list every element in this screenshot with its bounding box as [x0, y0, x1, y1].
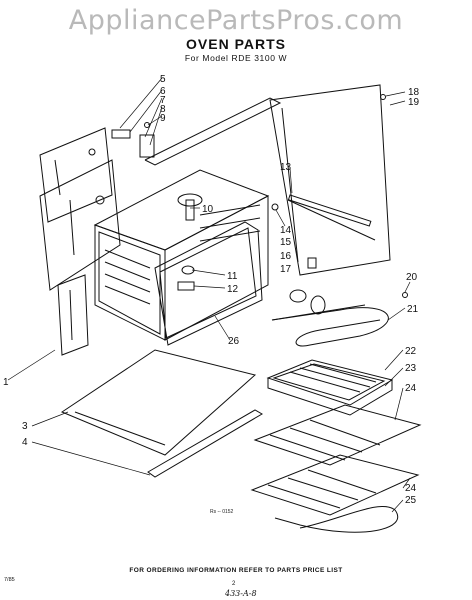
callout-8: 8	[160, 104, 166, 115]
drawing-code: Rs -- 0152	[210, 509, 234, 515]
callout-22: 22	[405, 346, 417, 357]
left-side-panel	[39, 127, 113, 223]
callout-18: 18	[408, 87, 420, 98]
lamp-assembly	[271, 203, 326, 315]
callout-6: 6	[160, 86, 166, 97]
callout-7: 7	[160, 95, 166, 106]
callout-14: 14	[280, 225, 292, 236]
bottom-rail	[147, 409, 263, 478]
callout-24-lower: 24	[405, 483, 417, 494]
left-code: 7/85	[4, 577, 15, 583]
callout-3: 3	[22, 421, 28, 432]
bottom-panel	[60, 349, 257, 456]
callout-16: 16	[280, 251, 292, 262]
oven-rack-upper	[253, 404, 422, 466]
top-rail	[144, 97, 282, 166]
model-subtitle: For Model RDE 3100 W	[184, 53, 288, 63]
left-frame	[57, 274, 89, 356]
rear-panel	[39, 159, 121, 291]
oven-vent	[177, 193, 203, 221]
callout-21: 21	[407, 304, 419, 315]
oven-cavity	[93, 169, 270, 341]
callout-25: 25	[405, 495, 417, 506]
callout-10: 10	[202, 204, 214, 215]
callout-12: 12	[227, 284, 239, 295]
oven-rack-lower	[250, 454, 420, 516]
page-number: 2	[232, 581, 236, 587]
callout-13: 13	[280, 162, 292, 173]
top-brackets	[111, 122, 155, 158]
callout-15: 15	[280, 237, 292, 248]
callout-4: 4	[22, 437, 28, 448]
callout-9: 9	[160, 113, 166, 124]
bake-element	[274, 506, 398, 533]
broiler-pan	[266, 359, 394, 416]
ordering-footer: FOR ORDERING INFORMATION REFER TO PARTS …	[129, 567, 343, 574]
callout-19: 19	[408, 97, 420, 108]
callout-5: 5	[160, 74, 166, 85]
handwritten-code: 433-A-8	[225, 589, 257, 598]
broil-element	[271, 292, 408, 347]
callout-24-upper: 24	[405, 383, 417, 394]
watermark: AppliancePartsPros.com	[68, 5, 404, 36]
callout-23: 23	[405, 363, 417, 374]
callout-26: 26	[228, 336, 240, 347]
callout-17: 17	[280, 264, 292, 275]
leader-lines	[7, 77, 411, 513]
sensor-bracket	[177, 265, 195, 291]
callout-1: 1	[3, 377, 9, 388]
callout-20: 20	[406, 272, 418, 283]
rear-liner-panel	[269, 84, 391, 276]
page-title: OVEN PARTS	[186, 36, 286, 52]
front-frame	[154, 221, 263, 346]
callout-11: 11	[227, 271, 238, 282]
